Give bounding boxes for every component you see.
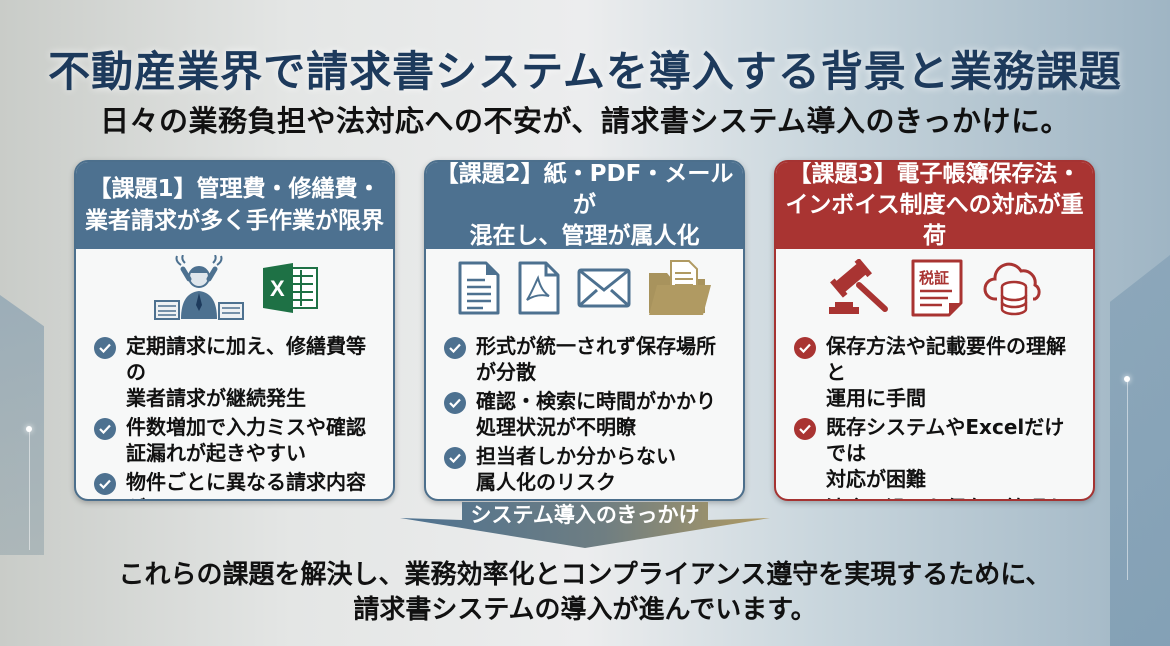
challenge-card-3: 【課題3】電子帳簿保存法・ インボイス制度への対応が重荷 税証 [774,160,1095,501]
list-item-text: 保存方法や記載要件の理解と 運用に手間 [826,334,1066,410]
mail-icon [577,268,630,308]
list-item-text: 形式が統一されず保存場所 が分散 [476,334,716,384]
background-light-dot [1124,376,1130,382]
stressed-worker-icon [153,255,244,320]
card-title-line: 業者請求が多く手作業が限界 [85,207,384,234]
card-title-line: 【課題2】紙・PDF・メールが [435,160,734,218]
check-icon [794,337,816,359]
list-item-text: 件数増加で入力ミスや確認 証漏れが起きやすい [126,415,366,465]
list-item-text: 法令に沿った保存・管理を 仕組みで担保したいニーズ [826,495,1066,499]
list-item: 保存方法や記載要件の理解と 運用に手間 [794,333,1083,411]
pdf-icon [518,261,559,315]
list-item: 法令に沿った保存・管理を 仕組みで担保したいニーズ [794,495,1083,501]
card-header: 【課題3】電子帳簿保存法・ インボイス制度への対応が重荷 [776,162,1093,249]
background-building-left [0,295,44,555]
challenge-card-2: 【課題2】紙・PDF・メールが 混在し、管理が属人化 形式が統一されず保存場所 … [424,160,745,501]
conclusion-text: これらの課題を解決し、業務効率化とコンプライアンス遵守を実現するために、 請求書… [0,558,1170,628]
list-item-text: 定期請求に加え、修繕費等の 業者請求が継続発生 [126,334,366,410]
card-item-list: 形式が統一されず保存場所 が分散 確認・検索に時間がかかり 処理状況が不明瞭 担… [426,327,743,495]
excel-icon: X [262,263,318,313]
card-item-list: 保存方法や記載要件の理解と 運用に手間 既存システムやExcelだけでは 対応が… [776,327,1093,501]
background-light-line [29,430,30,550]
folder-icon [648,260,711,315]
list-item: 件数増加で入力ミスや確認 証漏れが起きやすい [94,414,383,466]
check-icon [94,418,116,440]
list-item: 担当者しか分からない 属人化のリスク [444,443,733,495]
page-title: 不動産業界で請求書システムを導入する背景と業務課題 [48,47,1122,96]
svg-text:X: X [270,276,285,301]
card-header: 【課題2】紙・PDF・メールが 混在し、管理が属人化 [426,162,743,249]
challenge-card-1: 【課題1】管理費・修繕費・ 業者請求が多く手作業が限界 X 定期請求に加え、修繕… [74,160,395,501]
cloud-database-icon [983,262,1041,316]
page-subtitle: 日々の業務負担や法対応への不安が、請求書システム導入のきっかけに。 [99,104,1071,138]
gavel-icon [828,259,888,314]
list-item-text: 担当者しか分からない 属人化のリスク [476,444,676,494]
card-icons: 税証 [776,249,1093,327]
check-icon [444,392,466,414]
list-item: 物件ごとに異なる請求内容が 複雑 [94,469,383,499]
check-icon [444,337,466,359]
list-item: 形式が統一されず保存場所 が分散 [444,333,733,385]
conclusion-line: 請求書システムの導入が進んでいます。 [353,595,817,626]
list-item-text: 物件ごとに異なる請求内容が 複雑 [126,470,366,499]
list-item: 既存システムやExcelだけでは 対応が困難 [794,414,1083,492]
background-light-dot [26,426,32,432]
check-icon [444,447,466,469]
card-item-list: 定期請求に加え、修繕費等の 業者請求が継続発生 件数増加で入力ミスや確認 証漏れ… [76,327,393,499]
arrow-label: システム導入のきっかけ [470,503,700,527]
document-icon [458,261,499,315]
list-item-text: 既存システムやExcelだけでは 対応が困難 [826,415,1065,491]
check-icon [794,499,816,501]
background-light-line [1127,380,1128,580]
list-item-text: 確認・検索に時間がかかり 処理状況が不明瞭 [476,389,716,439]
background-building-right [1110,255,1170,646]
card-icons [426,249,743,327]
card-title-line: 【課題3】電子帳簿保存法・ [788,160,1081,187]
svg-text:税証: 税証 [919,269,949,287]
list-item: 定期請求に加え、修繕費等の 業者請求が継続発生 [94,333,383,411]
card-title-line: 【課題1】管理費・修繕費・ [88,176,381,203]
down-arrow-banner [400,502,770,548]
card-title-line: インボイス制度への対応が重荷 [785,191,1084,250]
check-icon [94,473,116,495]
check-icon [794,418,816,440]
check-icon [94,337,116,359]
tax-certificate-icon: 税証 [911,259,962,317]
list-item: 確認・検索に時間がかかり 処理状況が不明瞭 [444,388,733,440]
card-header: 【課題1】管理費・修繕費・ 業者請求が多く手作業が限界 [76,162,393,249]
card-title-line: 混在し、管理が属人化 [469,223,700,250]
card-icons: X [76,249,393,327]
conclusion-line: これらの課題を解決し、業務効率化とコンプライアンス遵守を実現するために、 [118,560,1052,590]
